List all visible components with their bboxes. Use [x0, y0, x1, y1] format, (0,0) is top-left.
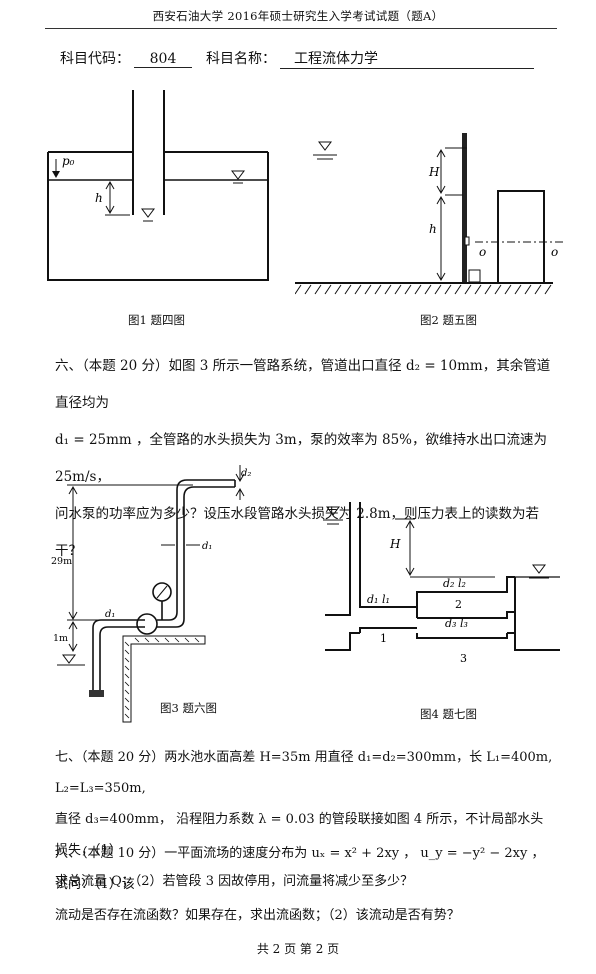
question-6: 六、（本题 20 分）如图 3 所示一管路系统，管道出口直径 d₂ = 10mm… — [55, 348, 555, 570]
exam-header: 西安石油大学 2016年硕士研究生入学考试试题（题A） — [152, 9, 444, 23]
fig1-caption: 图1 题四图 — [128, 313, 185, 327]
q7-line-3: 求总流量 Q；（2）若管段 3 因故停用，问流量将减少至多少？ — [55, 874, 414, 889]
d3l3-label: d₃ l₃ — [445, 617, 468, 630]
pipe-2-label: 2 — [455, 598, 462, 611]
pipe-outer — [92, 619, 145, 690]
figure-3: 29m 1m d₂ d₁ d₁ — [51, 465, 251, 723]
subject-name: 工程流体力学 — [280, 48, 534, 69]
pool-marker — [62, 654, 76, 664]
figure-1: p₀ h — [47, 90, 269, 281]
page-footer: 共 2 页 第 2 页 — [256, 942, 340, 956]
figure-4: H d₂ l₂ d₁ l₁ 2 d₃ l₃ 1 3 — [323, 502, 560, 665]
wall — [462, 133, 467, 283]
q7-line-2: 直径 d₃=400mm， 沿程阻力系数 λ = 0.03 的管段联接如图 4 所… — [55, 812, 544, 858]
pipe-3-label: 3 — [460, 652, 467, 665]
pipe-inner — [99, 626, 145, 690]
pump — [136, 613, 158, 635]
name-label: 科目名称： — [206, 51, 276, 67]
level-marker-right — [532, 564, 546, 574]
level-marker-right — [231, 170, 245, 180]
d2l2-label: d₂ l₂ — [443, 577, 466, 590]
p0-label: p₀ — [62, 154, 75, 168]
level-marker — [141, 208, 155, 218]
subject-line: 科目代码：804 科目名称：工程流体力学 — [60, 48, 534, 69]
q7-line-1: 七、（本题 20 分）两水池水面高差 H=35m 用直径 d₁=d₂=300mm… — [55, 750, 553, 796]
height-29m: 29m — [51, 556, 72, 567]
d2-label: d₂ — [241, 468, 251, 479]
figure-2: H h o o — [295, 133, 563, 295]
pipe-1-label: 1 — [380, 632, 387, 645]
H-label: H — [389, 537, 401, 551]
jet-orifice — [464, 236, 470, 246]
d1-low-label: d₁ — [105, 609, 115, 620]
level-marker-left — [326, 506, 340, 516]
h-label: h — [429, 222, 437, 236]
d1-top-label: d₁ — [202, 541, 212, 552]
o-left-label: o — [479, 245, 486, 259]
question-8: 八、（本题 10 分）一平面流场的速度分布为 uₓ = x² + 2xy ， u… — [55, 838, 555, 931]
q6-line-1: 六、（本题 20 分）如图 3 所示一管路系统，管道出口直径 d₂ = 10mm… — [55, 358, 551, 411]
level-marker — [318, 141, 332, 151]
question-7: 七、（本题 20 分）两水池水面高差 H=35m 用直径 d₁=d₂=300mm… — [55, 742, 555, 897]
tank-outline — [47, 152, 269, 281]
q6-line-3: 问水泵的功率应为多少？设压水段管路水头损失为 2.8m，则压力表上的读数为若干？ — [55, 506, 540, 559]
H-label: H — [428, 165, 440, 179]
q8-line-2: 流动是否存在流函数？如果存在，求出流函数；（2）该流动是否有势？ — [55, 908, 460, 923]
height-1m: 1m — [53, 633, 68, 644]
subject-code: 804 — [134, 51, 192, 68]
d1l1-label: d₁ l₁ — [367, 593, 390, 606]
fig3-caption: 图3 题六图 — [160, 701, 217, 715]
h-label: h — [95, 191, 103, 205]
o-right-label: o — [551, 245, 558, 259]
fig4-caption: 图4 题七图 — [420, 707, 477, 721]
fig2-caption: 图2 题五图 — [420, 313, 477, 327]
code-label: 科目代码： — [60, 51, 130, 67]
header-rule — [45, 28, 557, 29]
tube — [132, 90, 165, 215]
tank-block — [497, 190, 545, 284]
q8-line-1: 八、（本题 10 分）一平面流场的速度分布为 uₓ = x² + 2xy ， u… — [55, 846, 545, 892]
support — [122, 635, 206, 723]
q6-line-2: d₁ = 25mm ，全管路的水头损失为 3m，泵的效率为 85%，欲维持水出口… — [55, 432, 547, 485]
